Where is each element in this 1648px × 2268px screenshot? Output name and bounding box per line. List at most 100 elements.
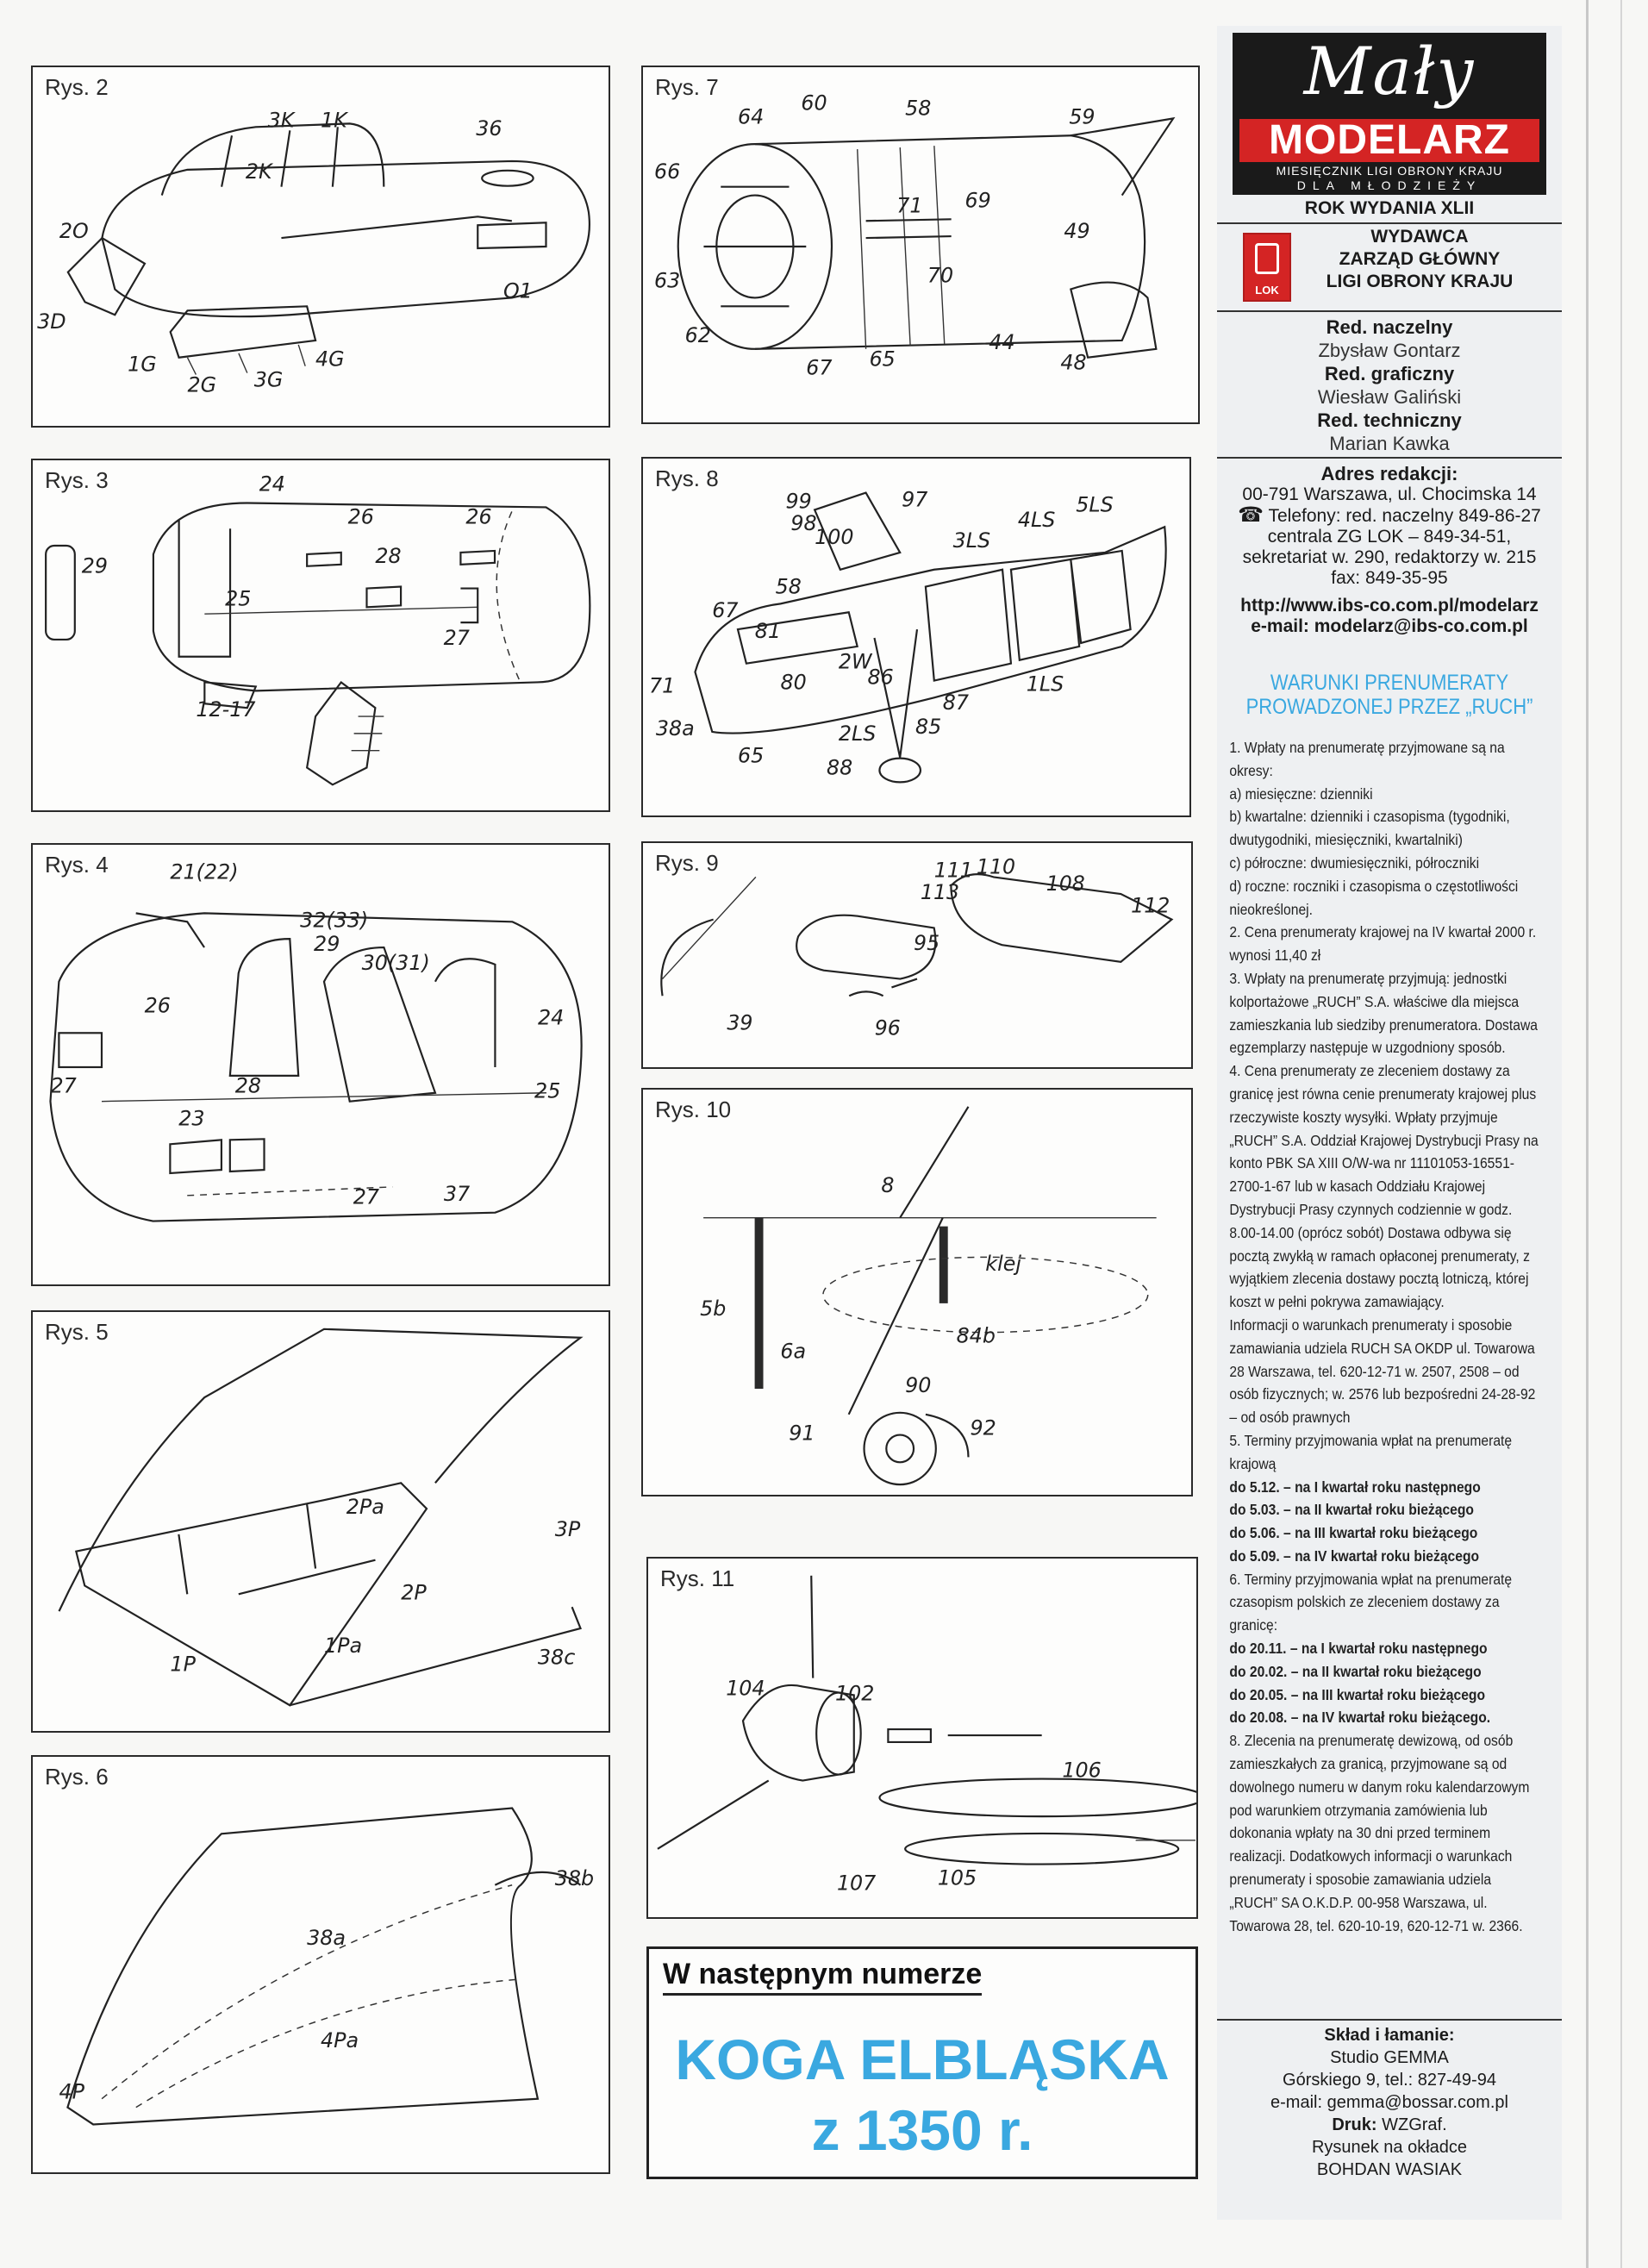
conditions-paragraph: 4. Cena prenumeraty ze zleceniem dostawy… [1229, 1062, 1539, 1311]
figure-rys-10: Rys. 10 8 klej 5b 84b 6a 90 91 92 [641, 1088, 1193, 1496]
label-2pa: 2Pa [346, 1495, 384, 1519]
figure-rys-7: Rys. 7 64 60 58 59 66 71 69 49 63 70 62 … [641, 66, 1200, 424]
label-4pa: 4Pa [321, 2028, 359, 2052]
cockpit-seats-drawing: 21(22) 32(33) 29 30(31) 26 24 27 28 23 2… [49, 860, 583, 1222]
label-8: 8 [881, 1173, 894, 1197]
printer-name: WZGraf. [1382, 2115, 1447, 2134]
label-108: 108 [1046, 872, 1085, 896]
label-67: 67 [806, 356, 832, 380]
label-98: 98 [790, 511, 816, 535]
label-102: 102 [835, 1681, 874, 1705]
logo-brand: MODELARZ [1239, 119, 1539, 162]
label-2k: 2K [246, 159, 274, 184]
label-25: 25 [225, 586, 251, 610]
label-29: 29 [314, 932, 340, 956]
conditions-paragraph: b) kwartalne: dzienniki i czasopisma (ty… [1229, 808, 1510, 849]
page-edge-line [1620, 0, 1622, 2268]
editorial-address: Adres redakcji: 00-791 Warszawa, ul. Cho… [1217, 457, 1562, 637]
drop-tank-and-fairing-drawing: 111 110 108 113 112 95 39 96 [660, 854, 1174, 1040]
figure-rys-8: Rys. 8 99 97 98 100 3LS 4LS 5LS 58 67 81… [641, 457, 1191, 817]
label-58: 58 [776, 574, 802, 598]
conditions-paragraph: do 20.05. – na III kwartał roku bieżąceg… [1229, 1685, 1486, 1703]
emblem-text: LOK [1255, 284, 1279, 297]
subscription-conditions: WARUNKI PRENUMERATY PROWADZONEJ PRZEZ „R… [1217, 671, 1562, 1937]
label-90: 90 [905, 1373, 931, 1397]
label-70: 70 [927, 264, 953, 288]
label-49: 49 [1064, 219, 1089, 243]
production-credits: Skład i łamanie: Studio GEMMA Górskiego … [1217, 2019, 1562, 2181]
label-107: 107 [837, 1871, 876, 1895]
label-38c: 38c [538, 1646, 575, 1670]
label-91: 91 [789, 1421, 815, 1446]
main-gear-leg-drawing: 8 klej 5b 84b 6a 90 91 92 [700, 1106, 1157, 1486]
label-99: 99 [785, 489, 811, 513]
label-69: 69 [965, 188, 991, 212]
figure-caption: Rys. 2 [45, 74, 109, 100]
label-1pa: 1Pa [324, 1634, 362, 1658]
label-71: 71 [649, 673, 675, 697]
figure-caption: Rys. 6 [45, 1764, 109, 1790]
figure-caption: Rys. 5 [45, 1319, 109, 1345]
label-27: 27 [444, 626, 470, 650]
label-1ls: 1LS [1027, 672, 1064, 696]
label-106: 106 [1062, 1759, 1101, 1783]
label-klej: klej [985, 1252, 1021, 1276]
figure-rys-5: Rys. 5 2Pa 3P 2P 1P 1Pa 38c [31, 1310, 610, 1733]
print-heading: Druk: [1332, 2115, 1377, 2134]
conditions-paragraph: do 20.08. – na IV kwartał roku bieżącego… [1229, 1709, 1491, 1727]
address-heading: Adres redakcji: [1320, 463, 1458, 484]
label-1g: 1G [128, 353, 157, 377]
label-30-31: 30(31) [362, 951, 430, 975]
page-edge-line [1586, 0, 1589, 2268]
label-5ls: 5LS [1076, 492, 1113, 516]
label-27a: 27 [50, 1074, 76, 1098]
label-65: 65 [870, 347, 896, 372]
label-12-17: 12-17 [196, 697, 255, 722]
publisher-line: LIGI OBRONY KRAJU [1326, 272, 1514, 291]
label-4p: 4P [59, 2080, 85, 2104]
staff-name: Zbysław Gontarz [1318, 340, 1461, 361]
label-80: 80 [781, 670, 807, 694]
label-1p: 1P [170, 1653, 196, 1677]
figure-rys-3: Rys. 3 24 29 26 26 28 25 27 12-17 [31, 459, 610, 812]
label-38a: 38a [656, 716, 695, 740]
conditions-paragraph: 3. Wpłaty na prenumeratę przyjmują: jedn… [1229, 969, 1538, 1057]
website-link[interactable]: http://www.ibs-co.com.pl/modelarz [1240, 596, 1539, 615]
label-27b: 27 [353, 1185, 379, 1209]
cover-credit: Rysunek na okładce [1311, 2138, 1468, 2157]
conditions-paragraph: c) półroczne: dwumiesięczniki, półroczni… [1229, 853, 1480, 872]
label-24: 24 [538, 1005, 564, 1029]
cockpit-interior-drawing: 24 29 26 26 28 25 27 12-17 [45, 472, 591, 786]
label-24: 24 [259, 472, 285, 497]
figure-caption: Rys. 8 [655, 465, 719, 491]
label-84b: 84b [957, 1324, 996, 1348]
address-street: 00-791 Warszawa, ul. Chocimska 14 [1242, 484, 1537, 504]
label-59: 59 [1069, 104, 1095, 128]
label-113: 113 [921, 880, 959, 904]
label-2ls: 2LS [839, 722, 876, 746]
conditions-paragraph: 2. Cena prenumeraty krajowej na IV kwart… [1229, 923, 1537, 965]
label-21-22: 21(22) [170, 860, 238, 884]
next-issue-box: W następnym numerze KOGA ELBLĄSKA z 1350… [646, 1946, 1198, 2179]
staff-role: Red. techniczny [1317, 409, 1462, 431]
label-39: 39 [727, 1011, 752, 1035]
figure-caption: Rys. 11 [660, 1565, 735, 1591]
credits-heading: Skład i łamanie: [1324, 2026, 1455, 2045]
label-1k: 1K [321, 108, 349, 132]
label-88: 88 [827, 755, 852, 779]
conditions-body: 1. Wpłaty na prenumeratę przyjmowane są … [1217, 736, 1549, 1937]
label-37: 37 [444, 1182, 470, 1206]
email-link[interactable]: e-mail: modelarz@ibs-co.com.pl [1251, 616, 1528, 636]
figure-rys-9: Rys. 9 111 110 108 113 112 95 39 96 [641, 841, 1193, 1069]
studio-email: e-mail: gemma@bossar.com.pl [1270, 2093, 1508, 2112]
logo-subtitle: DLA MŁODZIEŻY [1296, 178, 1483, 192]
label-44: 44 [989, 330, 1014, 354]
landing-gear-bay-drawing: 99 97 98 100 3LS 4LS 5LS 58 67 81 2W 86 … [649, 487, 1167, 784]
label-4g: 4G [315, 347, 345, 372]
figure-caption: Rys. 3 [45, 467, 109, 493]
figure-rys-11: Rys. 11 104 102 106 107 105 [646, 1557, 1198, 1919]
staff-role: Red. naczelny [1326, 316, 1453, 338]
label-48: 48 [1060, 351, 1086, 375]
label-58: 58 [905, 96, 931, 120]
label-104: 104 [726, 1676, 765, 1700]
